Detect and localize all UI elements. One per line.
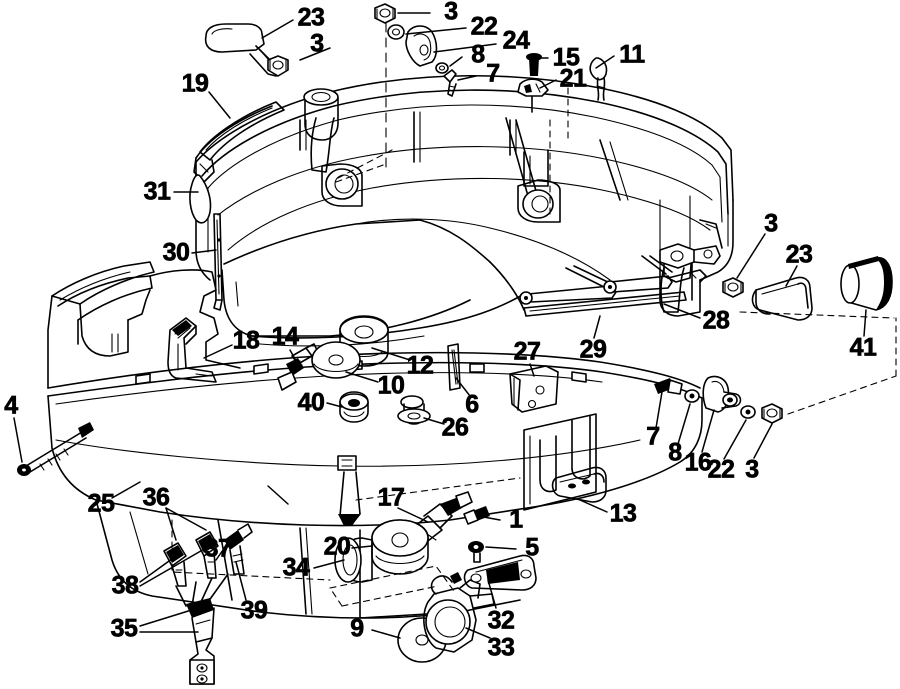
part-28-latch-lever: [659, 219, 723, 313]
part-23-handle-right: [751, 276, 813, 321]
callout-washer-right-2: 22: [707, 455, 735, 484]
callout-mount-plate: 27: [513, 337, 541, 366]
callout-seal-side-left: 30: [162, 238, 190, 267]
callout-seal-upper-cowl: 19: [181, 69, 209, 98]
callout-cotter-clip-spring: 11: [619, 40, 646, 69]
callout-latch-lever-assembly: 28: [702, 306, 730, 335]
callout-sleeve-collar: 34: [282, 553, 310, 582]
part-26-grommet-small: [397, 395, 431, 425]
callout-washer-right: 8: [668, 438, 683, 467]
part-24-latch-plate: [405, 25, 438, 67]
callout-cam-lever-plate: 16: [684, 448, 712, 477]
callout-screw-small: 1: [509, 505, 524, 534]
part-18-bracket: [167, 317, 217, 383]
part-6-seal-strip: [447, 343, 461, 391]
projection-line-e: [329, 587, 343, 607]
part-13-bumper-pad: [551, 466, 607, 503]
part-5-screw: [468, 541, 484, 563]
callout-latch-bracket: 21: [559, 64, 587, 93]
part-41-roller: [840, 256, 893, 311]
callout-locknut-left: 3: [310, 29, 325, 58]
callout-grommet-large: 12: [406, 351, 434, 380]
callout-seal-strip-short: 6: [465, 390, 480, 419]
part-1-screw: [463, 506, 490, 525]
callout-terminal-pin: 37: [204, 534, 232, 563]
callout-screw-short: 15: [552, 43, 580, 72]
callout-lower-cowl-housing: 25: [87, 489, 115, 518]
part-11-cotter-clip: [589, 57, 608, 101]
part-40-locknut: [339, 391, 369, 423]
callout-screw-hinge: 5: [525, 533, 540, 562]
callout-rod-link: 29: [579, 335, 607, 364]
part-34-collar: [334, 537, 373, 583]
projection-line-a: [787, 375, 897, 415]
upper-cowl-shell: [195, 7, 734, 347]
part-22-washer-top: [387, 24, 405, 40]
part-19-seal: [193, 101, 285, 183]
callout-latch-hook-plate: 24: [502, 26, 530, 55]
callout-bumper-pad: 13: [609, 499, 637, 528]
callout-roller-bushing: 41: [849, 333, 877, 362]
part-29-rod-link: [519, 255, 687, 317]
callout-clamp-ring-bracket: 33: [487, 633, 515, 662]
part-10-washer: [311, 341, 361, 379]
part-15-screw: [526, 53, 542, 76]
callout-washer-upper: 22: [470, 12, 498, 41]
part-27-mount-plate: [509, 365, 559, 413]
part-8-washer-top: [435, 62, 449, 74]
part-3-locknut-left: [267, 55, 289, 77]
callout-handle-grip-upper-left: 23: [297, 3, 325, 32]
callout-locknut-upper: 3: [444, 0, 459, 26]
callout-locknut-right: 3: [764, 209, 779, 238]
callout-handle-grip-right: 23: [785, 240, 813, 269]
callout-terminal-connector-pair: 36: [142, 483, 170, 512]
callout-screw-right: 7: [646, 422, 661, 451]
part-21-latch-bracket: [517, 78, 549, 113]
part-30-seal-strip: [213, 213, 223, 311]
part-7-screw-top: [443, 69, 457, 97]
callout-stud-bolt: 14: [271, 322, 299, 351]
callout-washer-flat-large: 10: [377, 371, 405, 400]
projection-line-c: [739, 311, 895, 319]
callout-screw-upper: 7: [486, 59, 501, 88]
callout-locknut-right-2: 3: [745, 455, 760, 484]
leader-lines: [13, 12, 867, 639]
part-31-grommet: [189, 174, 212, 224]
callout-terminal-sleeve: 38: [111, 571, 139, 600]
wire-harness-terminals: [163, 523, 253, 685]
callout-nut-lock-flange: 40: [297, 388, 325, 417]
right-fastener-cluster: [654, 375, 783, 424]
part-20-bushing: [371, 519, 429, 575]
callout-connector-plug: 39: [240, 596, 268, 625]
callout-grommet-small: 26: [441, 413, 469, 442]
projection-line-f: [341, 585, 439, 607]
callout-grommet-seal-left: 31: [143, 177, 171, 206]
callout-screw-long: 4: [4, 391, 19, 420]
part-33-clamp-ring: [423, 572, 495, 653]
part-3-locknut-right: [722, 277, 744, 298]
callout-pivot-pin-shaft: 17: [377, 483, 405, 512]
part-3-locknut-top: [374, 3, 396, 24]
part-4-long-screw: [17, 422, 94, 476]
callout-wire-harness-lead: 35: [110, 614, 138, 643]
part-32-hinge-bar: [463, 554, 537, 591]
callout-bushing-ring: 20: [323, 532, 351, 561]
callout-washer-flat: 9: [350, 614, 365, 643]
callout-washer-small-upper: 8: [471, 40, 486, 69]
callout-bracket-angle: 18: [232, 326, 260, 355]
projection-line-d: [329, 565, 457, 595]
callout-hinge-bar: 32: [487, 606, 515, 635]
